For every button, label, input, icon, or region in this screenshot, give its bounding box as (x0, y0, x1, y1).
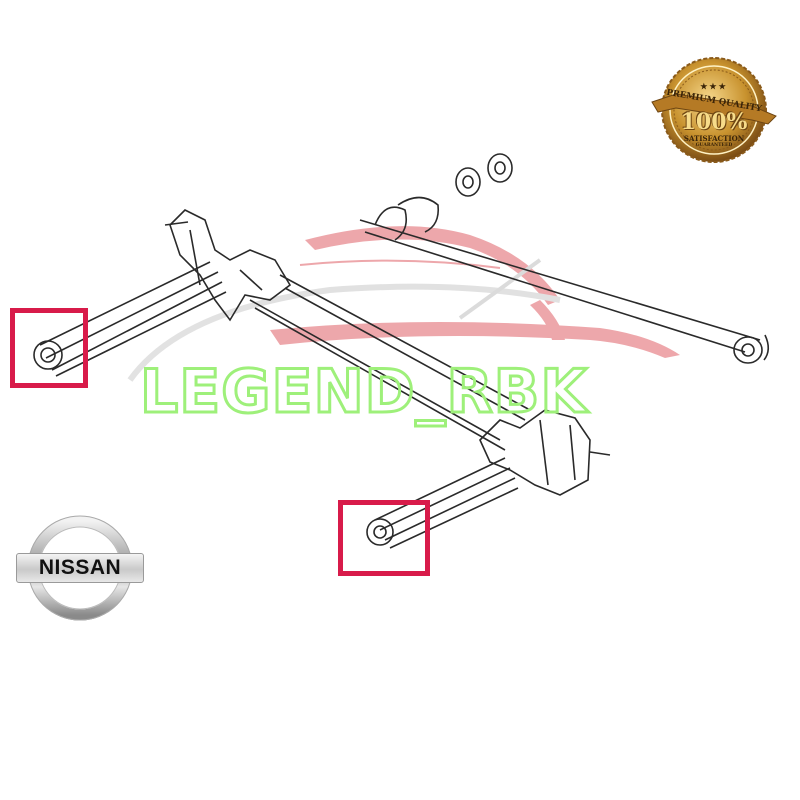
badge-guaranteed: GUARANTEED (695, 143, 733, 148)
badge-satisfaction: SATISFACTION (683, 134, 745, 143)
nissan-nameplate: NISSAN (16, 553, 144, 583)
nissan-logo: NISSAN (12, 512, 148, 624)
highlight-box-right-bushing (338, 500, 430, 576)
axle-drawing (33, 153, 770, 549)
badge-stars: ★★★ (700, 81, 728, 91)
badge-percent: 100% (680, 109, 748, 135)
highlight-box-left-bushing (10, 308, 88, 388)
badge-seal-icon (651, 57, 777, 163)
premium-quality-badge: ★★★ PREMIUM QUALITY 100% SATISFACTION GU… (648, 54, 780, 166)
watermark-text: LEGEND_RBK (139, 357, 589, 427)
nissan-wordmark: NISSAN (38, 556, 122, 579)
car-swoosh-logo (127, 226, 680, 382)
